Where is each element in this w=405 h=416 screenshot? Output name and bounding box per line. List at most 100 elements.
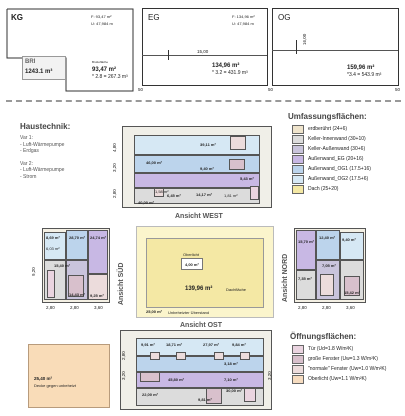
roof-area-value: 139,96 m² bbox=[185, 286, 213, 292]
ost-dim: 3,20 bbox=[121, 371, 126, 380]
ost-window bbox=[140, 372, 160, 382]
overhang-area: 25,00 m² bbox=[146, 309, 163, 314]
kg-area-value: 93,47 m² bbox=[92, 67, 117, 73]
sued-og1-wall bbox=[66, 230, 88, 260]
oeffnung-legend: Tür (Ud=1.8 W/m²K) große Fenster (Uw=1.3… bbox=[292, 344, 386, 384]
bri-box bbox=[22, 56, 66, 80]
side-dim-3: 50 bbox=[395, 87, 401, 92]
kg-area-note: F: 93,47 m² bbox=[91, 14, 112, 19]
west-window bbox=[229, 159, 245, 170]
legend-item: Außenwand_OG1 (17.5+16) bbox=[292, 164, 371, 174]
nord-title: Ansicht NORD bbox=[282, 253, 289, 302]
nord-area-label: 12,40 m² bbox=[319, 235, 336, 240]
legend-label: "normale" Fenster (Uw=1.0 W/m²K) bbox=[308, 365, 387, 372]
legend-item: Tür (Ud=1.8 W/m²K) bbox=[292, 344, 386, 354]
nord-area-label: 15,70 m² bbox=[298, 239, 315, 244]
side-dim-1: 50 bbox=[138, 87, 144, 92]
ost-door bbox=[244, 388, 256, 402]
eg-floor-outline bbox=[142, 8, 268, 86]
og-tick bbox=[296, 40, 297, 54]
nord-og1-wall bbox=[316, 230, 340, 260]
bri-label: BRI bbox=[25, 59, 36, 65]
west-keller-wall bbox=[134, 188, 260, 204]
legend-item: Dach (25+20) bbox=[292, 184, 371, 194]
legend-label: große Fenster (Uw=1.3 W/m²K) bbox=[308, 355, 378, 362]
skylight-label: Oberlicht bbox=[183, 252, 200, 257]
sued-area-label: 6,03 m² bbox=[46, 246, 60, 251]
legend-label: Oberlicht (Uw=1.1 W/m²K) bbox=[308, 375, 367, 382]
kg-floor-outline bbox=[6, 8, 134, 92]
bri-value: 1243.1 m³ bbox=[25, 69, 53, 75]
side-dim-2: 50 bbox=[268, 87, 274, 92]
west-area-label: 5,43 m² bbox=[240, 176, 254, 181]
legend-swatch bbox=[292, 164, 304, 174]
nord-window bbox=[344, 276, 360, 296]
ost-area-label: 3,18 m² bbox=[224, 361, 238, 366]
west-window bbox=[230, 136, 246, 150]
sued-area-label: 14,43 m² bbox=[69, 292, 86, 297]
west-area-label: 39,11 m² bbox=[200, 142, 216, 147]
legend-item: erdberührt (24+6) bbox=[292, 124, 371, 134]
legend-label: Keller-Innenwand (30+10) bbox=[308, 135, 366, 142]
legend-swatch bbox=[292, 144, 304, 154]
legend-swatch bbox=[292, 354, 304, 364]
nord-dim: 2,80 bbox=[322, 305, 331, 310]
ost-window bbox=[150, 352, 160, 360]
legend-swatch bbox=[292, 134, 304, 144]
west-og1-wall bbox=[134, 155, 260, 173]
legend-label: Keller-Außenwand (30+6) bbox=[308, 145, 366, 152]
legend-label: Außenwand_OG1 (17.5+16) bbox=[308, 165, 371, 172]
ost-og2-wall bbox=[136, 338, 264, 356]
haustechnik-line: Var 1: bbox=[20, 135, 33, 141]
west-area-label: 6,45 m² bbox=[167, 193, 181, 198]
sued-eg-wall bbox=[88, 230, 108, 274]
umfassung-legend: erdberührt (24+6) Keller-Innenwand (30+1… bbox=[292, 124, 371, 194]
ost-title: Ansicht OST bbox=[180, 322, 223, 329]
roof-area bbox=[146, 238, 264, 308]
og-area-value: 159,96 m² bbox=[347, 65, 375, 71]
ost-eg-wall bbox=[136, 372, 264, 388]
sued-title: Ansicht SÜD bbox=[118, 262, 125, 305]
legend-item: Keller-Innenwand (30+10) bbox=[292, 134, 371, 144]
west-eg-wall bbox=[134, 173, 260, 188]
west-og2-wall bbox=[134, 135, 260, 155]
overhang-label: Unbeheizter Überstand bbox=[168, 310, 210, 315]
legend-label: Außenwand_OG2 (17.5+6) bbox=[308, 175, 369, 182]
ost-area-label: 27,97 m² bbox=[203, 342, 220, 347]
eg-area-note: F: 134,96 m² bbox=[232, 14, 255, 19]
ost-og1-wall bbox=[136, 356, 264, 372]
west-area-label: 1,58 m² bbox=[155, 189, 169, 194]
nord-eg-wall bbox=[296, 230, 316, 270]
west-door bbox=[250, 186, 259, 200]
legend-swatch bbox=[292, 184, 304, 194]
west-area-label: 46,00 m² bbox=[146, 160, 163, 165]
section-divider bbox=[6, 100, 401, 102]
legend-swatch bbox=[292, 374, 304, 384]
legend-item: Außenwand_OG2 (17.5+6) bbox=[292, 174, 371, 184]
haustechnik-line: - Strom bbox=[20, 173, 37, 180]
legend-swatch bbox=[292, 174, 304, 184]
legend-item: Außenwand_EG (20+16) bbox=[292, 154, 371, 164]
legend-item: Oberlicht (Uw=1.1 W/m²K) bbox=[292, 374, 386, 384]
nord-window bbox=[320, 274, 334, 296]
ost-window bbox=[176, 352, 186, 360]
ceiling-area-value: 25,40 m² bbox=[34, 376, 53, 381]
sued-area-label: 9,25 m² bbox=[90, 293, 104, 298]
og-volume-formula: *3.4 = 543.9 m³ bbox=[347, 72, 382, 78]
west-area-label: 1,81 m² bbox=[224, 193, 238, 198]
sued-dim: 3,60 bbox=[94, 305, 103, 310]
sued-door bbox=[47, 270, 55, 298]
haustechnik-line: Var 2: bbox=[20, 160, 33, 167]
ost-dim: 2,80 bbox=[121, 351, 126, 360]
roof-area-label: Dachfläche bbox=[226, 287, 247, 292]
nord-area-label: 7,05 m² bbox=[322, 263, 336, 268]
ost-keller-wall bbox=[136, 388, 264, 406]
eg-perimeter-note: U: 47,984 m bbox=[232, 21, 254, 26]
ceiling-area-note: Decke gegen unbeheizt bbox=[34, 383, 77, 388]
nord-keller-wall bbox=[296, 270, 316, 300]
ost-window bbox=[240, 352, 250, 360]
nord-area-label: 15,42 m² bbox=[344, 290, 361, 295]
legend-item: "normale" Fenster (Uw=1.0 W/m²K) bbox=[292, 364, 386, 374]
ost-area-label: 30,00 m² bbox=[226, 388, 243, 393]
sued-og2-wall bbox=[44, 232, 66, 260]
